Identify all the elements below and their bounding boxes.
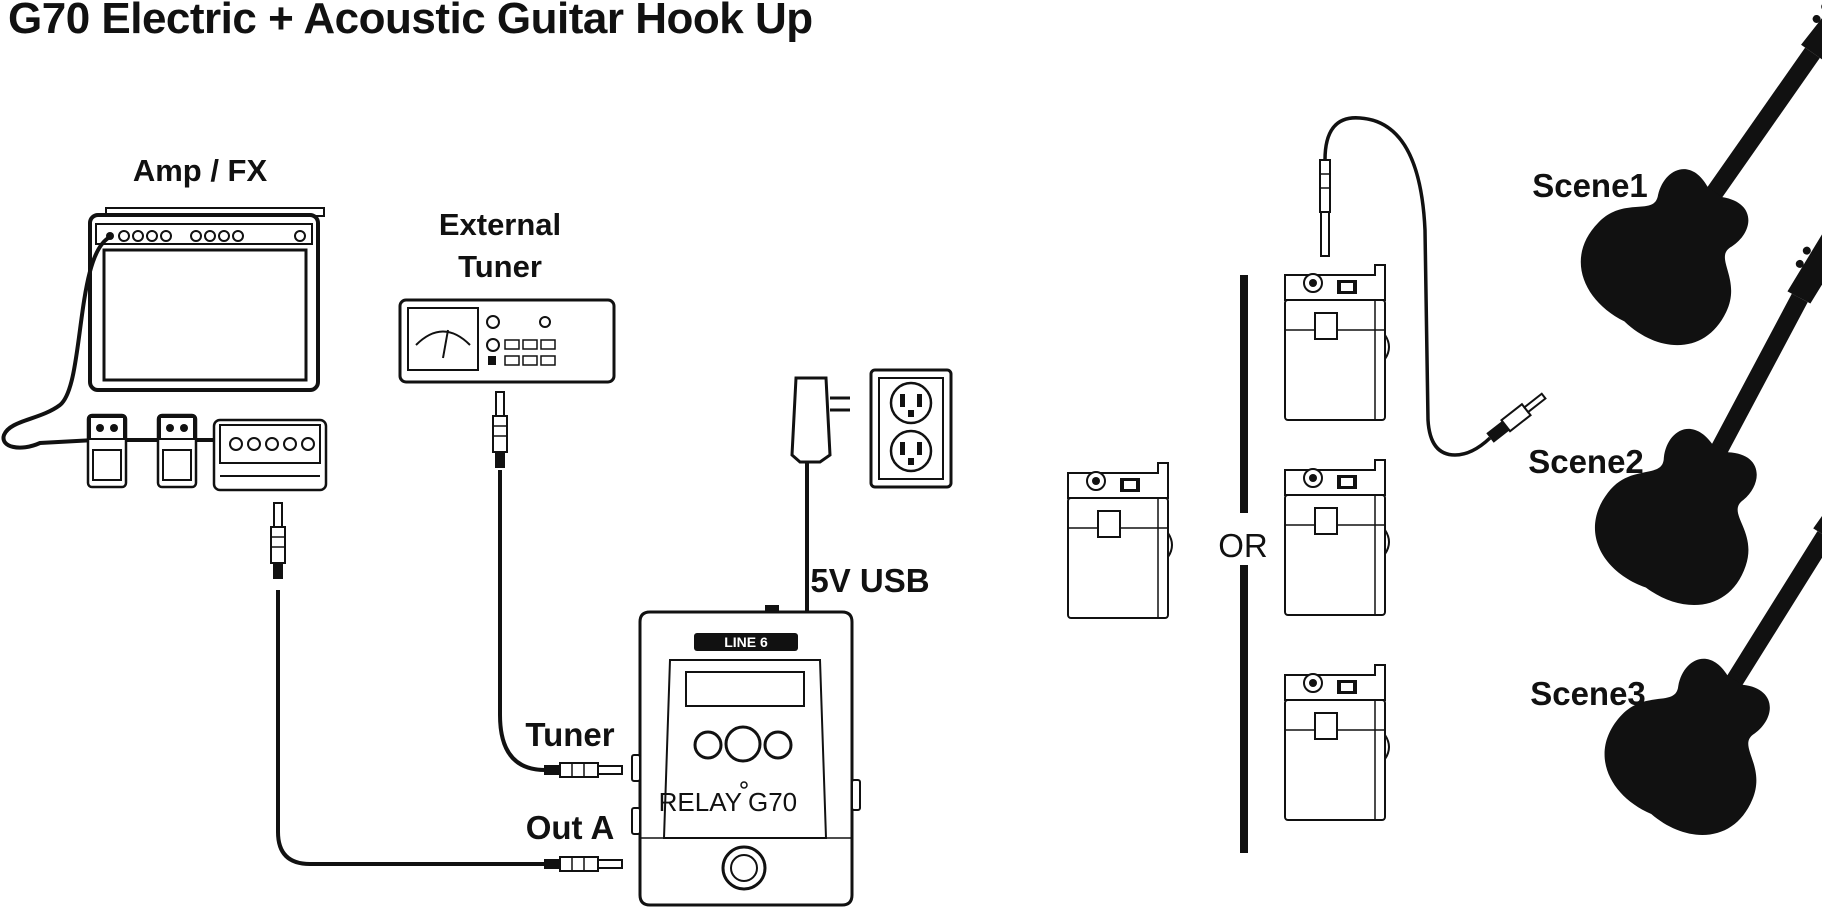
amp-fx-label: Amp / FX bbox=[133, 153, 268, 188]
relay-g70-receiver-icon bbox=[631, 605, 861, 907]
relay-model-text: G70 bbox=[748, 787, 797, 817]
scene-1-label: Scene1 bbox=[1532, 167, 1648, 204]
out-a-cable bbox=[276, 590, 560, 866]
transmitter-cable bbox=[1319, 116, 1547, 457]
transmitter-pack-2-icon bbox=[1284, 459, 1390, 616]
tuner-input-plug-icon bbox=[543, 762, 623, 778]
tuner-port-label: Tuner bbox=[525, 716, 614, 753]
scene-2-label: Scene2 bbox=[1528, 443, 1644, 480]
wall-outlet-icon bbox=[869, 368, 953, 489]
scene-3-label: Scene3 bbox=[1530, 675, 1646, 712]
tuner-cable bbox=[498, 470, 560, 772]
fx-plug-icon bbox=[270, 502, 286, 580]
external-tuner-label-line2: Tuner bbox=[458, 249, 542, 284]
relay-brand-text: RELAY bbox=[659, 787, 742, 817]
tuner-plug-icon bbox=[492, 391, 508, 469]
page-title: G70 Electric + Acoustic Guitar Hook Up bbox=[8, 0, 813, 43]
transmitter-pack-3-icon bbox=[1284, 664, 1390, 821]
amp-icon bbox=[88, 207, 325, 392]
usb-label: 5V USB bbox=[810, 562, 929, 599]
external-tuner-label-line1: External bbox=[439, 207, 561, 242]
transmitter-pack-1-icon bbox=[1284, 264, 1390, 421]
transmitter-pack-left-icon bbox=[1067, 462, 1173, 619]
line6-logo-text: LINE 6 bbox=[724, 634, 768, 650]
amp-cable bbox=[1, 235, 112, 450]
or-label: OR bbox=[1218, 527, 1268, 564]
external-tuner-icon bbox=[398, 298, 616, 384]
out-a-plug-icon bbox=[543, 856, 623, 872]
out-a-port-label: Out A bbox=[526, 809, 615, 846]
power-adapter-icon bbox=[790, 376, 850, 470]
fx-pedals-icon bbox=[86, 413, 328, 492]
